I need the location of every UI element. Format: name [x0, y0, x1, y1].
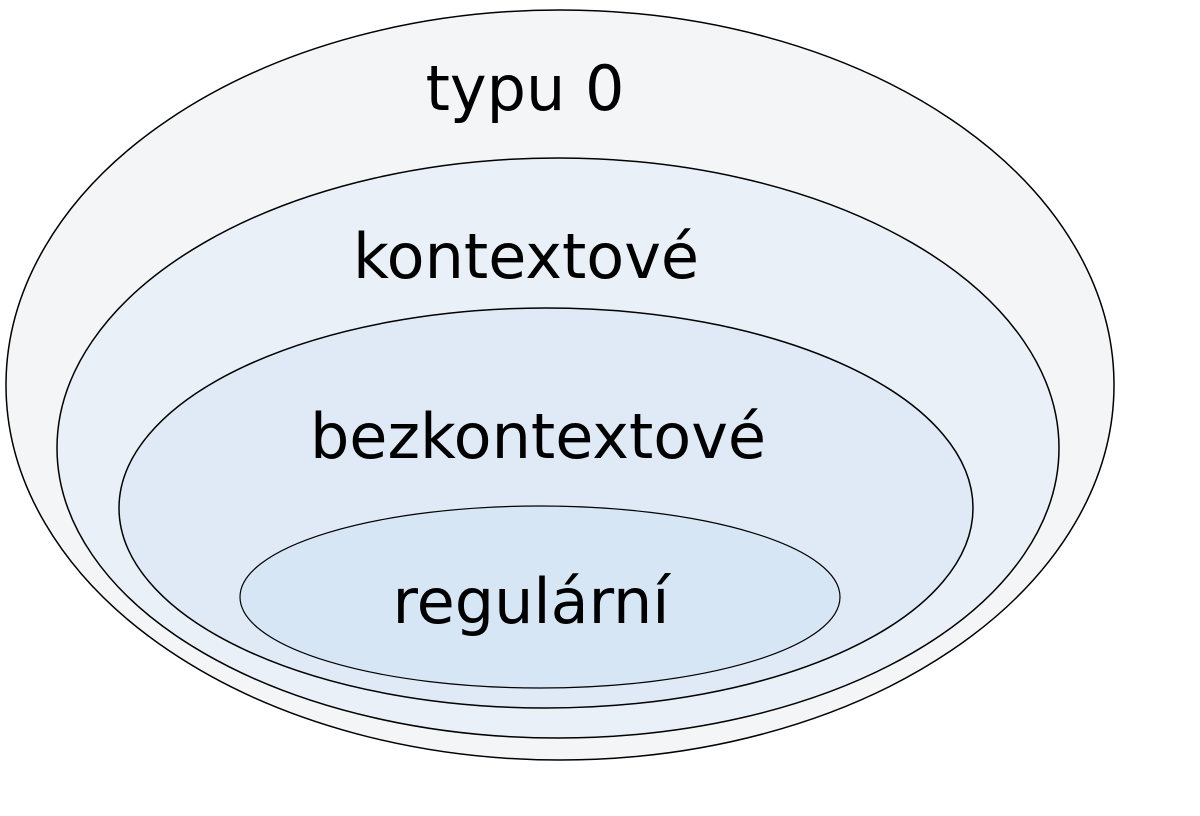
label-context-free: bezkontextové: [310, 400, 766, 473]
set-regular-ellipse: [239, 505, 841, 689]
label-regular: regulární: [392, 565, 671, 638]
label-type0: typu 0: [426, 52, 625, 125]
label-context-sensitive: kontextové: [353, 220, 699, 293]
